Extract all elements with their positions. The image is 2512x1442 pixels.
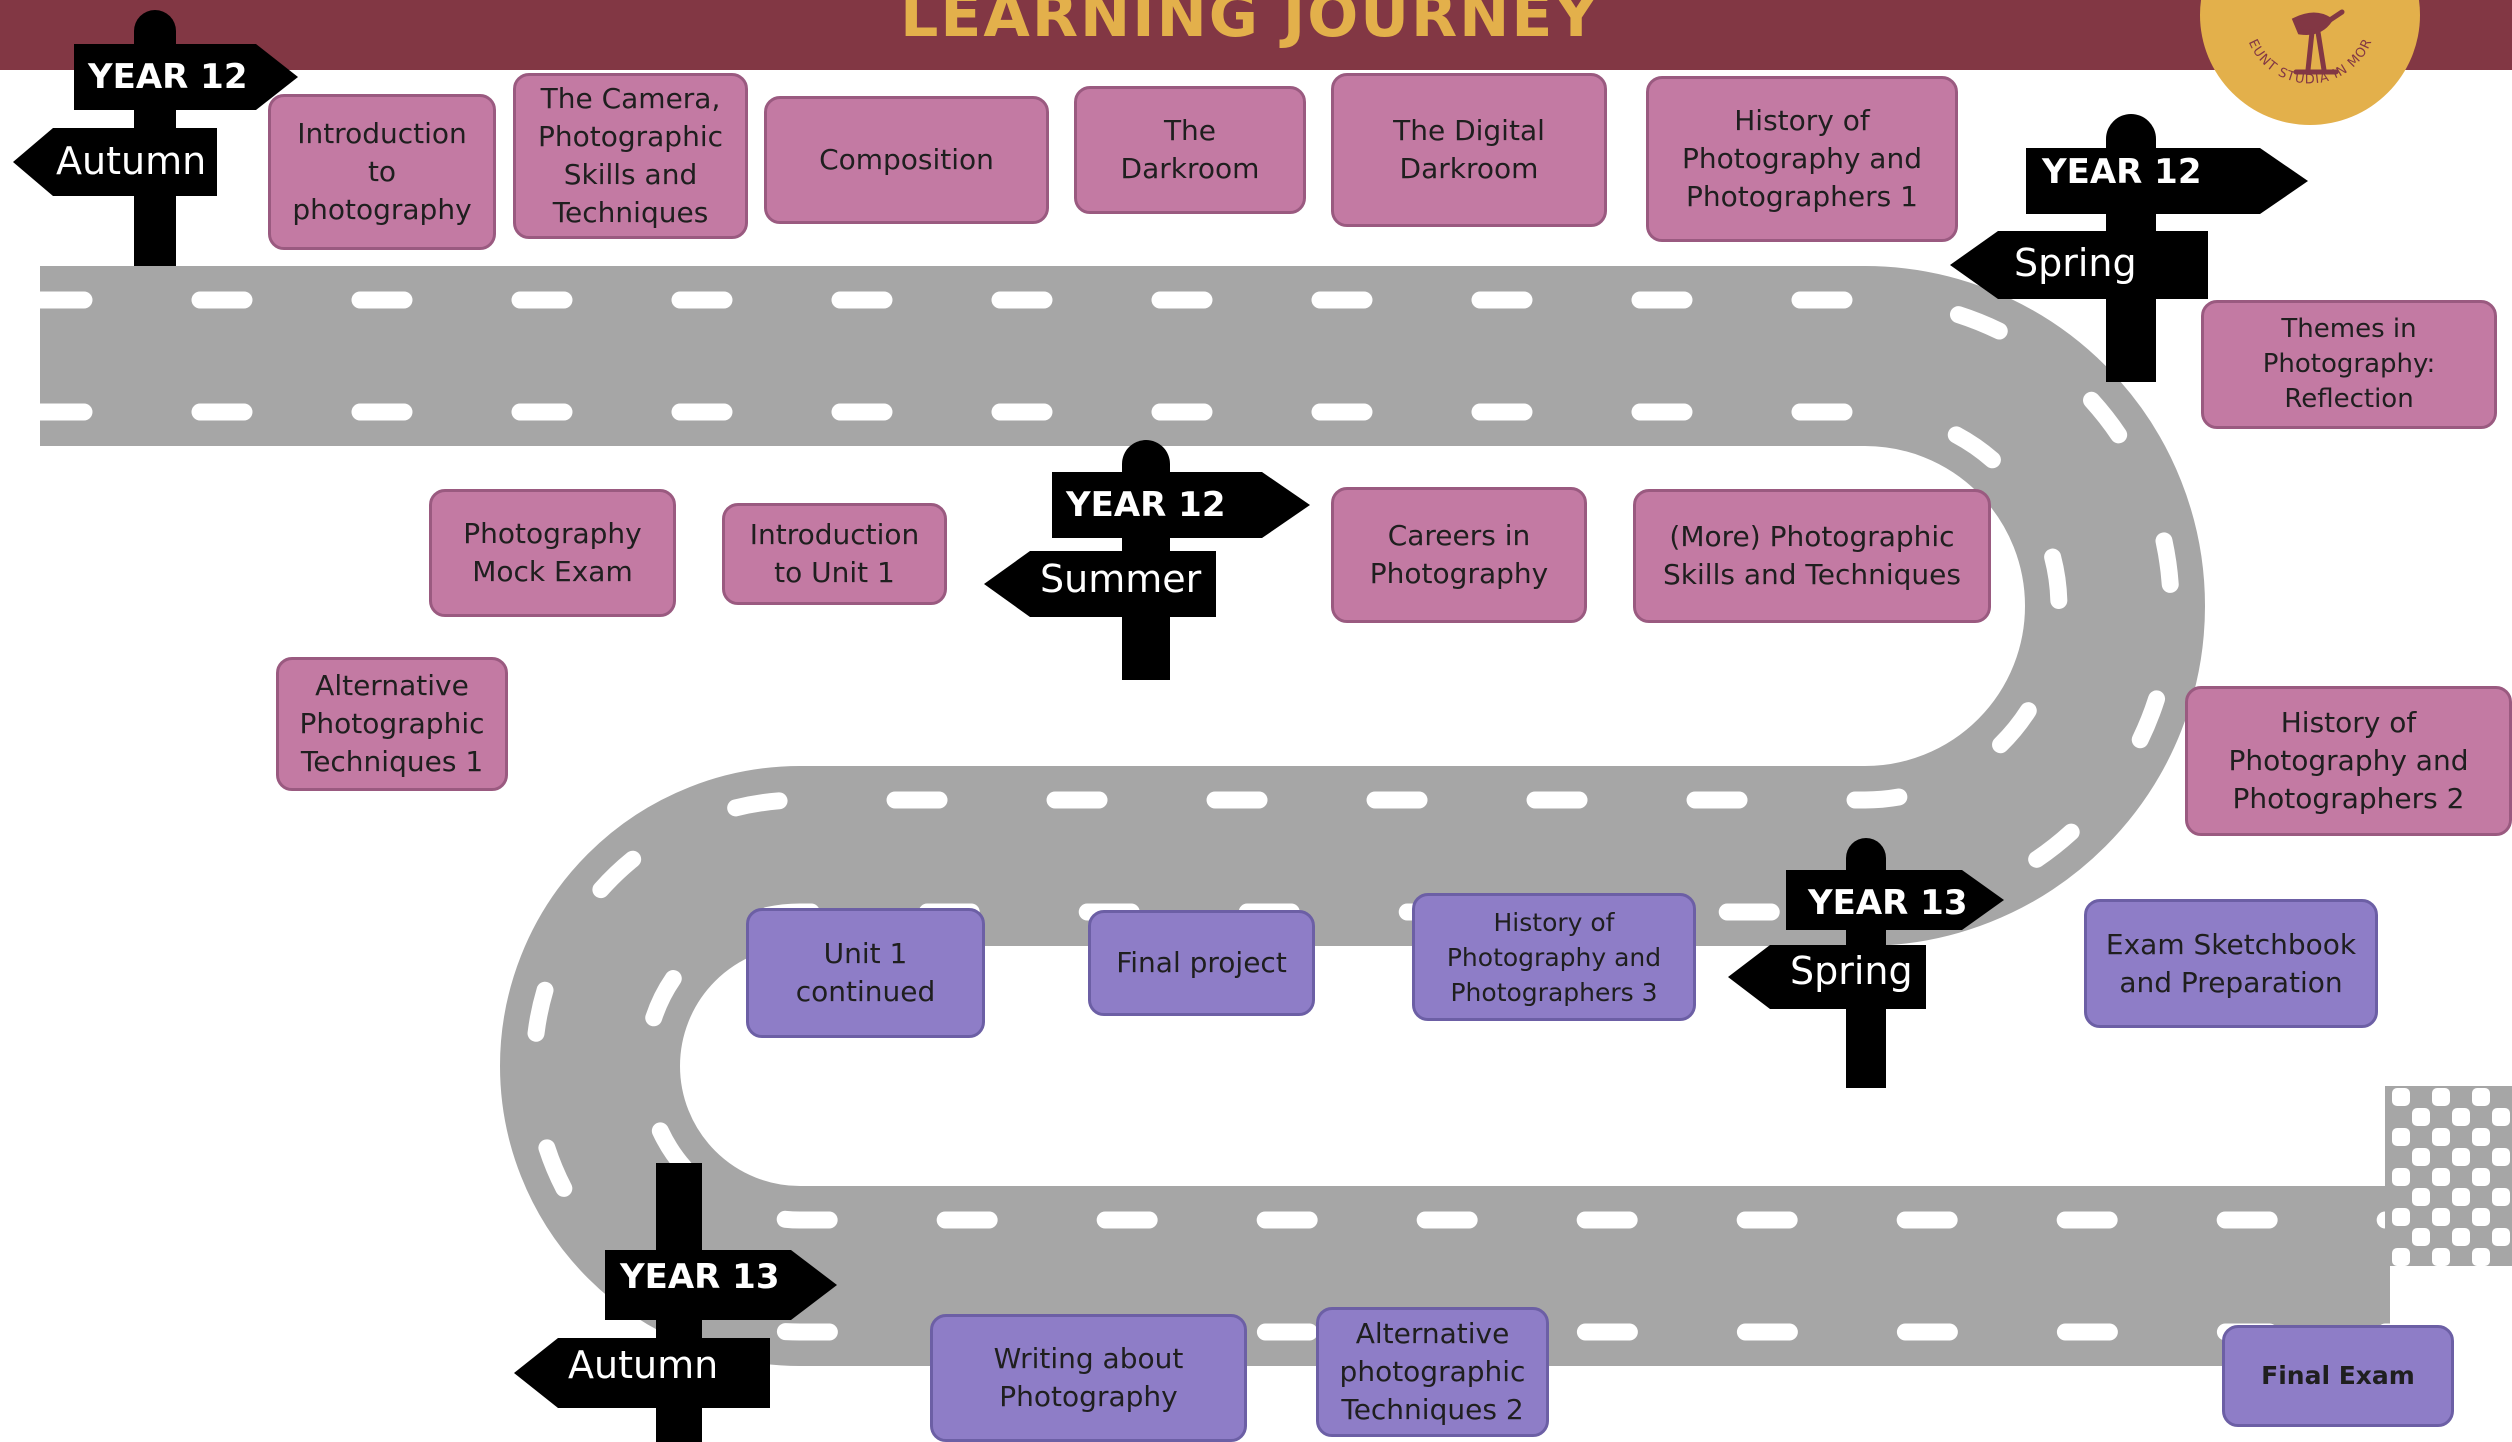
finish-check-square <box>2392 1208 2410 1226</box>
sign-season-label: Spring <box>1790 949 1913 993</box>
finish-check-square <box>2432 1248 2450 1266</box>
finish-check-square <box>2452 1188 2470 1206</box>
finish-check-square <box>2492 1188 2510 1206</box>
sign-season-label: Summer <box>1040 557 1202 601</box>
topic-exam-sketchbook: Exam Sketchbook and Preparation <box>2084 899 2378 1028</box>
finish-check-square <box>2392 1128 2410 1146</box>
finish-check-square <box>2432 1128 2450 1146</box>
sign-year-label: YEAR 13 <box>1808 883 1968 923</box>
topic-history-photographers-2: History of Photography and Photographers… <box>2185 686 2512 836</box>
sign-left-arrow <box>984 551 1216 617</box>
topic-the-darkroom: The Darkroom <box>1074 86 1306 214</box>
finish-check-square <box>2472 1248 2490 1266</box>
finish-check-square <box>2472 1128 2490 1146</box>
topic-themes-reflection: Themes in Photography: Reflection <box>2201 300 2497 429</box>
topic-history-photographers-1: History of Photography and Photographers… <box>1646 76 1958 242</box>
topic-alternative-techniques-1: Alternative Photographic Techniques 1 <box>276 657 508 791</box>
finish-check-square <box>2452 1228 2470 1246</box>
heron-bird-icon <box>2291 9 2345 75</box>
topic-more-photographic-skills: (More) Photographic Skills and Technique… <box>1633 489 1991 623</box>
sign-left-arrow <box>1950 231 2208 299</box>
sign-season-label: Spring <box>2014 241 2137 285</box>
finish-check-square <box>2412 1228 2430 1246</box>
finish-check-square <box>2492 1228 2510 1246</box>
topic-history-photographers-3: History of Photography and Photographers… <box>1412 893 1696 1021</box>
sign-left-arrow <box>514 1338 770 1408</box>
sign-year-label: YEAR 13 <box>620 1257 780 1297</box>
topic-camera-skills: The Camera, Photographic Skills and Tech… <box>513 73 748 239</box>
sign-right-arrow <box>74 44 298 110</box>
lane-dashes-outer <box>31 291 2399 1229</box>
finish-check-square <box>2432 1088 2450 1106</box>
finish-check-square <box>2412 1188 2430 1206</box>
topic-final-project: Final project <box>1088 910 1315 1016</box>
page-title: LEARNING JOURNEY <box>900 0 1600 51</box>
finish-line-flag <box>2385 1086 2512 1266</box>
topic-mock-exam: Photography Mock Exam <box>429 489 676 617</box>
topic-composition: Composition <box>764 96 1049 224</box>
finish-check-square <box>2412 1108 2430 1126</box>
topic-digital-darkroom: The Digital Darkroom <box>1331 73 1607 227</box>
finish-check-square <box>2492 1108 2510 1126</box>
sign-season-label: Autumn <box>568 1343 719 1387</box>
sign-season-label: Autumn <box>56 139 207 183</box>
header-bar <box>0 0 2512 70</box>
finish-check-square <box>2472 1208 2490 1226</box>
topic-writing-about-photography: Writing about Photography <box>930 1314 1247 1442</box>
finish-check-square <box>2412 1148 2430 1166</box>
topic-final-exam: Final Exam <box>2222 1325 2454 1427</box>
sign-right-arrow <box>2026 148 2308 214</box>
sign-year-label: YEAR 12 <box>2042 152 2202 192</box>
sign-right-arrow <box>1052 472 1310 538</box>
finish-check-square <box>2392 1248 2410 1266</box>
sign-left-arrow <box>1728 945 1926 1009</box>
sign-right-arrow <box>605 1250 837 1320</box>
finish-check-square <box>2452 1148 2470 1166</box>
finish-check-square <box>2392 1168 2410 1186</box>
finish-check-square <box>2392 1088 2410 1106</box>
topic-careers-in-photography: Careers in Photography <box>1331 487 1587 623</box>
lane-dashes-inner <box>31 403 2399 1341</box>
topic-alternative-techniques-2: Alternative photographic Techniques 2 <box>1316 1307 1549 1437</box>
school-logo: ABEUNT STUDIA IN MORES <box>2195 0 2420 125</box>
finish-check-square <box>2452 1108 2470 1126</box>
sign-left-arrow <box>13 128 217 196</box>
finish-check-square <box>2432 1168 2450 1186</box>
finish-check-square <box>2472 1088 2490 1106</box>
sign-year-label: YEAR 12 <box>1066 485 1226 525</box>
topic-introduction-to-photography: Introduction to photography <box>268 94 496 250</box>
sign-year-label: YEAR 12 <box>88 57 248 97</box>
finish-check-square <box>2472 1168 2490 1186</box>
road <box>31 266 2399 1366</box>
topic-unit-1-continued: Unit 1 continued <box>746 908 985 1038</box>
sign-right-arrow <box>1786 870 2004 930</box>
topic-introduction-unit-1: Introduction to Unit 1 <box>722 503 947 605</box>
finish-check-square <box>2492 1148 2510 1166</box>
finish-check-square <box>2432 1208 2450 1226</box>
